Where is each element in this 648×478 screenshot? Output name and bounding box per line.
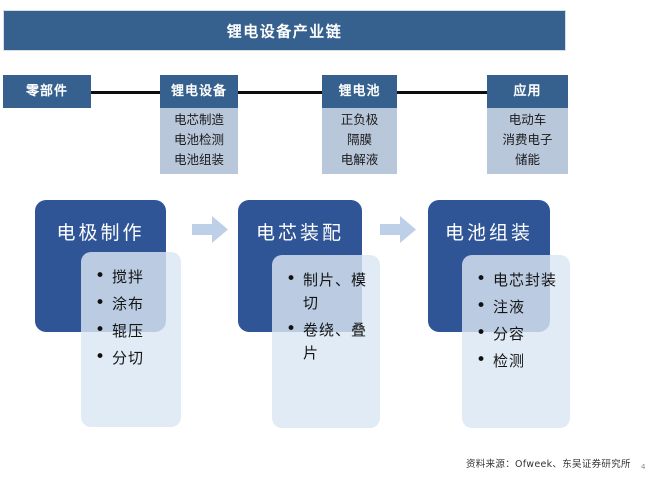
chain-node-application[interactable]: 应用 电动车 消费电子 储能: [487, 75, 568, 174]
chain-node-label: 零部件: [3, 75, 91, 108]
chain-node-lithium-equipment[interactable]: 锂电设备 电芯制造 电池检测 电池组装: [160, 75, 238, 174]
stage-item: 搅拌: [95, 265, 175, 289]
chain-node-item: 正负极: [340, 112, 379, 127]
stage-title: 电池组装: [444, 222, 533, 244]
stage-items-cell-assembly: 制片、模切 卷绕、叠片: [272, 255, 380, 428]
source-note: 资料来源：Ofweek、东吴证券研究所: [466, 459, 631, 470]
chain-node-item: 储能: [514, 152, 540, 167]
chain-node-label: 锂电设备: [160, 75, 238, 108]
stage-item: 分切: [95, 346, 175, 370]
chain-node-label: 锂电池: [322, 75, 397, 108]
industry-chain-row: 零部件 锂电设备 电芯制造 电池检测 电池组装 锂电池 正负极 隔膜 电解液 应…: [0, 75, 648, 180]
stage-items-battery-assembly: 电芯封装 注液 分容 检测: [462, 255, 570, 428]
stage-item: 涂布: [95, 292, 175, 316]
stage-item: 检测: [476, 349, 564, 373]
chain-node-items: 电动车 消费电子 储能: [487, 108, 568, 174]
page-title: 锂电设备产业链: [226, 22, 343, 40]
chain-node-item: 电解液: [340, 152, 379, 167]
chain-node-items: 电芯制造 电池检测 电池组装: [160, 108, 238, 174]
stage-items-electrode-production: 搅拌 涂布 辊压 分切: [81, 252, 181, 427]
chain-node-item: 电芯制造: [173, 112, 224, 127]
chain-node-components[interactable]: 零部件: [3, 75, 91, 108]
stage-title: 电芯装配: [255, 222, 344, 244]
page-marker: 4: [641, 463, 646, 471]
arrow-right-icon: [192, 216, 228, 243]
stage-item: 分容: [476, 322, 564, 346]
chain-connector-2: [372, 91, 512, 94]
chart-title-banner: 锂电设备产业链: [3, 10, 566, 51]
chain-node-item: 隔膜: [346, 132, 372, 147]
chain-node-item: 消费电子: [502, 132, 553, 147]
stage-item: 卷绕、叠片: [286, 318, 374, 365]
stage-item: 制片、模切: [286, 268, 374, 315]
chain-node-item: 电池检测: [173, 132, 224, 147]
stage-title: 电极制作: [56, 222, 145, 244]
chain-node-label: 应用: [487, 75, 568, 108]
chain-node-item: 电动车: [508, 112, 547, 127]
chain-connector-1: [212, 91, 347, 94]
arrow-right-icon: [380, 216, 416, 243]
stage-item: 注液: [476, 295, 564, 319]
chain-connector-0: [65, 91, 185, 94]
chain-node-items: 正负极 隔膜 电解液: [322, 108, 397, 174]
stage-item: 辊压: [95, 319, 175, 343]
stage-item: 电芯封装: [476, 268, 564, 292]
chain-node-item: 电池组装: [173, 152, 224, 167]
chain-node-lithium-battery[interactable]: 锂电池 正负极 隔膜 电解液: [322, 75, 397, 174]
